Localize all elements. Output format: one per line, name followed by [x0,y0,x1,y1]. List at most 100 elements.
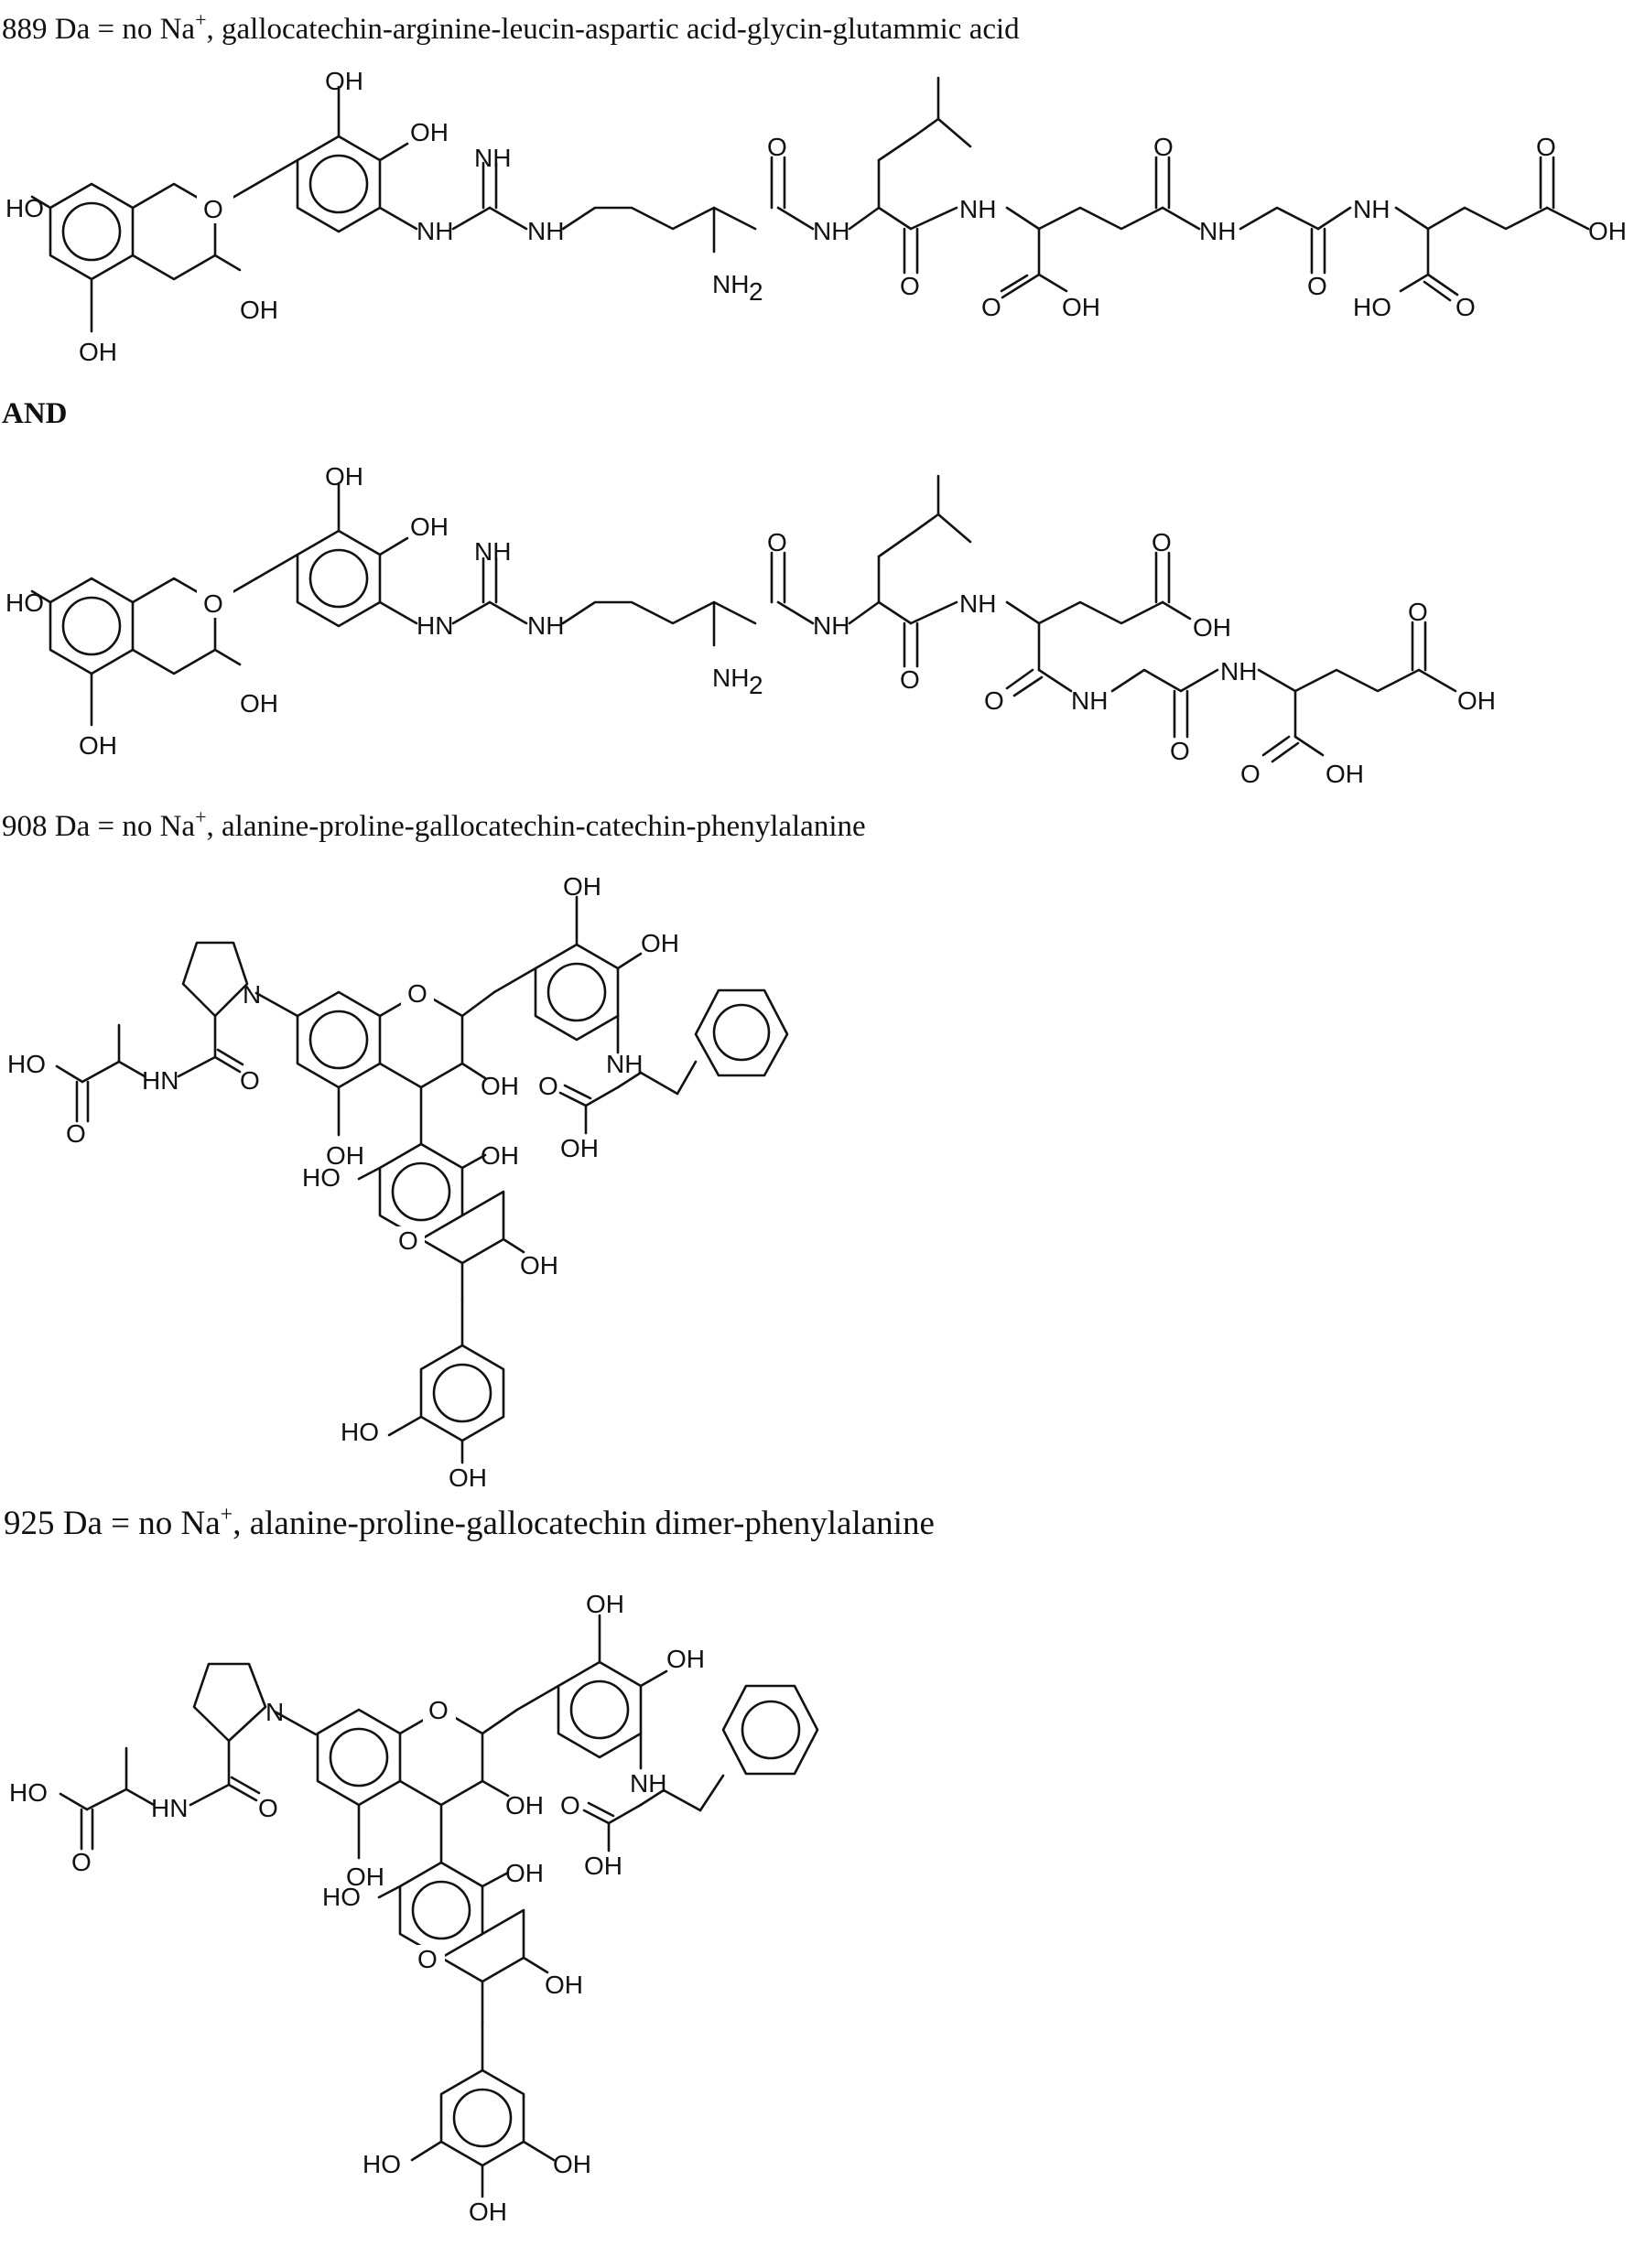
atom-label: OH [560,1134,599,1162]
atom-label: OH [240,689,278,718]
atom-label: OH [584,1852,622,1880]
atom-label: OH [240,296,278,324]
atom-label: OH [79,731,117,760]
atom-label: O [984,686,1004,715]
atom-label: NH [527,217,564,245]
atom-label: O [1170,737,1190,765]
heading-908: 908 Da = no Na+, alanine-proline-galloca… [2,805,866,843]
atom-label: HN [417,611,453,640]
atom-label: OH [1588,217,1627,245]
atom-label: O [71,1848,92,1876]
atom-label: OH [1457,686,1496,715]
heading-889: 889 Da = no Na+, gallocatechin-arginine-… [2,8,1020,46]
atom-label: OH [481,1072,519,1100]
atom-label: OH [553,2150,591,2178]
atom-label: OH [505,1791,544,1820]
atom-label: NH [606,1050,643,1078]
atom-label: OH [79,338,117,366]
atom-label: N [243,980,261,1009]
atom-label: O [258,1794,278,1822]
atom-label: O [407,979,427,1008]
atom-label: NH [712,270,749,298]
structure-3: HO O HN O N O OH OH OH OH NH O OH OH HO … [7,872,789,1492]
atom-label: NH [959,589,996,618]
atom-label: HN [142,1066,179,1095]
atom-label: O [417,1945,438,1973]
atom-label: OH [410,513,449,541]
structure-4: HO O HN O N O OH OH OH OH NH O OH OH HO … [9,1590,819,2226]
atom-label: HO [7,1050,46,1078]
atom-label: HO [363,2150,401,2178]
atom-label: O [1408,598,1428,626]
atom-label: HO [5,194,44,222]
atom-label: OH [520,1251,558,1280]
atom-label: O [900,665,920,694]
atom-label: NH [1071,686,1108,715]
atom-label: HO [322,1883,361,1911]
atom-label: NH [417,217,453,245]
atom-label: OH [1062,293,1100,321]
bond-lines [30,76,1590,333]
atom-label: HO [1353,293,1391,321]
atom-label: O [1240,760,1261,788]
atom-label: NH [813,611,849,640]
heading-925: 925 Da = no Na+, alanine-proline-galloca… [4,1503,935,1542]
atom-label: NH [712,664,749,692]
atom-label: O [981,293,1001,321]
atom-label: NH [1220,657,1257,686]
atom-label: OH [346,1863,384,1891]
atom-label: NH [527,611,564,640]
atom-label: HO [5,589,44,617]
atom-label: O [240,1066,260,1095]
atom-label: O [203,589,223,618]
and-label: AND [2,397,68,430]
atom-label: OH [469,2198,507,2226]
bond-lines [30,474,1457,763]
atom-label: 2 [749,671,763,699]
atom-label: NH [474,537,511,566]
atom-label: NH [474,144,511,172]
atom-label: OH [666,1645,705,1673]
atom-label: O [66,1119,86,1148]
atom-label: HO [302,1163,341,1192]
atom-label: HO [9,1778,48,1807]
bond-lines [59,1614,819,2198]
atom-label: OH [505,1859,544,1887]
atom-label: NH [1353,195,1390,223]
atom-label: N [265,1698,284,1726]
atom-label: O [1455,293,1476,321]
atom-label: O [1536,133,1556,161]
atom-label: O [1307,272,1327,300]
atom-label: OH [449,1463,487,1492]
atom-label: OH [586,1590,624,1618]
atom-label: OH [563,872,601,901]
atom-label: OH [326,1141,364,1170]
atom-label: O [538,1072,558,1100]
atom-label: O [1153,133,1174,161]
atom-label: O [767,133,787,161]
atom-label: O [203,195,223,223]
atom-label: O [1152,528,1172,556]
atom-label: NH [813,217,849,245]
atom-label: 2 [749,277,763,306]
atom-label: OH [325,462,363,491]
atom-label: O [900,272,920,300]
atom-label: O [398,1226,418,1255]
atom-label: OH [325,67,363,95]
atom-label: OH [641,929,679,957]
atom-label: OH [1326,760,1364,788]
atom-label: O [560,1791,580,1820]
atom-label: NH [1199,217,1236,245]
atom-label: NH [959,195,996,223]
atom-label: O [428,1696,449,1724]
atom-label: OH [545,1971,583,1999]
atom-label: HO [341,1418,379,1446]
atom-label: OH [481,1141,519,1170]
atom-label: NH [630,1769,666,1798]
atom-label: HN [151,1794,188,1822]
atom-label: OH [410,118,449,146]
atom-label: O [767,528,787,556]
